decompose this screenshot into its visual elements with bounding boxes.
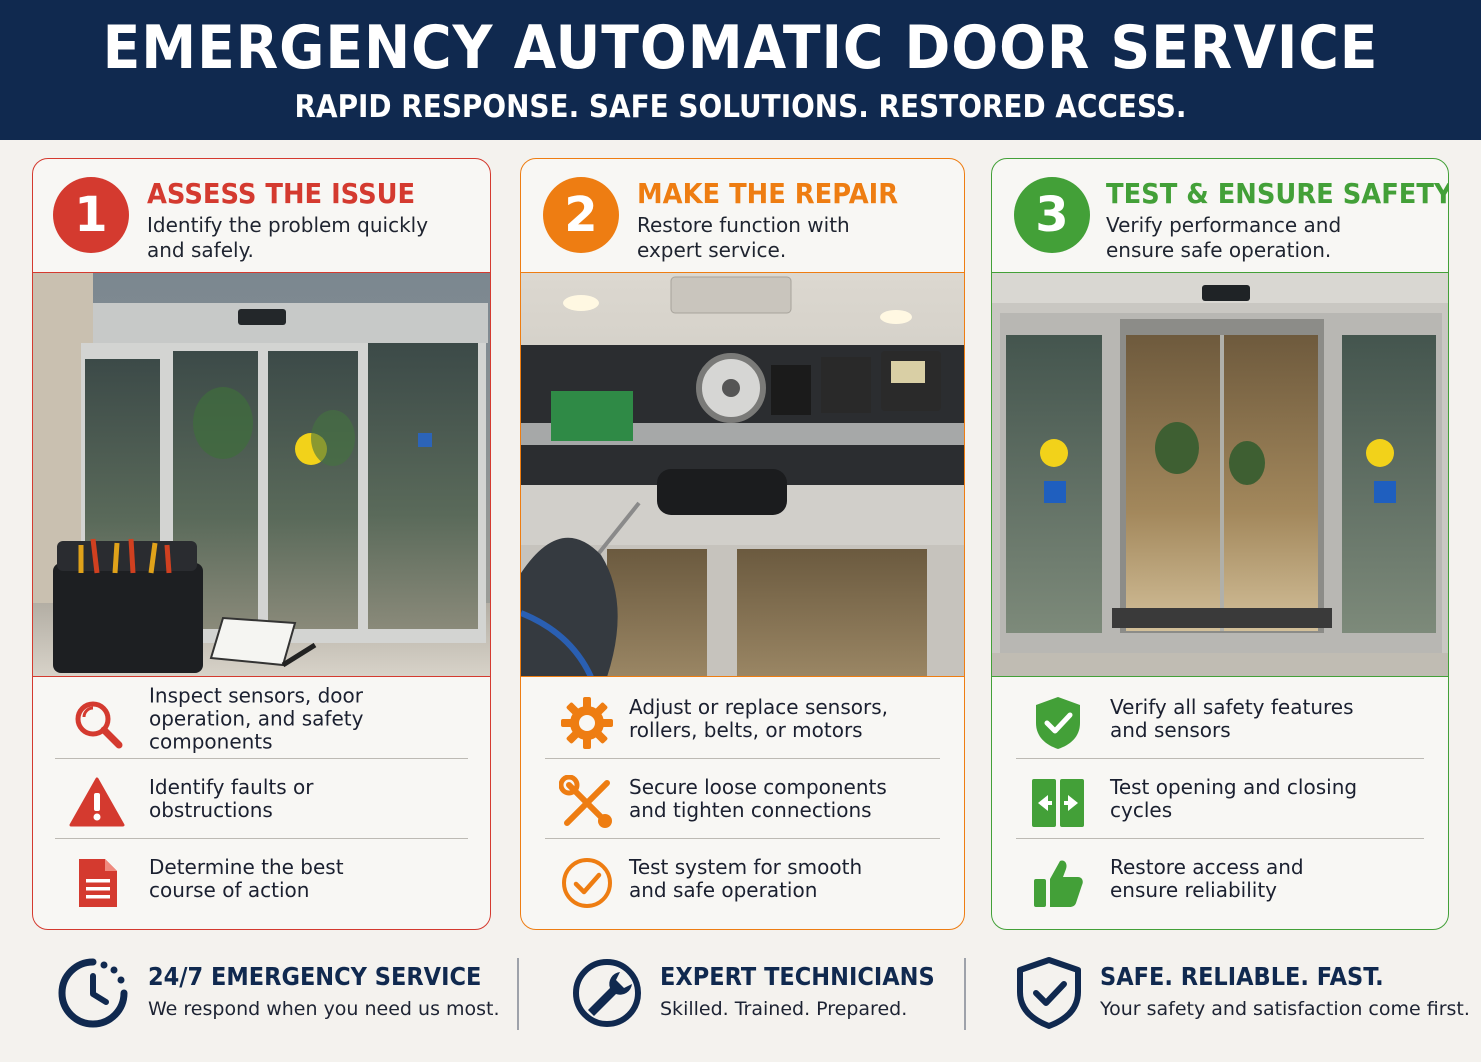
step-subtitle: Identify the problem quickly and safely.: [147, 213, 429, 262]
footer-title: EXPERT TECHNICIANS: [660, 962, 935, 991]
list-item: Determine the best course of action: [55, 839, 468, 919]
shield-check-icon: [1036, 697, 1080, 749]
list-item: Restore access and ensure reliability: [1016, 839, 1424, 919]
gear-icon: [561, 697, 613, 749]
list-item: Test system for smooth and safe operatio…: [545, 839, 940, 919]
photo-door-operator-repair: [521, 273, 964, 677]
list-item: Test opening and closing cycles: [1016, 759, 1424, 839]
list-item-text: Test system for smooth and safe operatio…: [629, 855, 863, 902]
step-card-repair: 2 MAKE THE REPAIR Restore function with …: [520, 158, 965, 930]
footer-subtitle: Skilled. Trained. Prepared.: [660, 998, 908, 1020]
step-card-test-safety: 3 TEST & ENSURE SAFETY Verify performanc…: [991, 158, 1449, 930]
footer-safe-reliable-fast: SAFE. RELIABLE. FAST. Your safety and sa…: [1012, 950, 1472, 1050]
step-title: ASSESS THE ISSUE: [147, 177, 416, 210]
footer-emergency-service: 24/7 EMERGENCY SERVICE We respond when y…: [56, 950, 500, 1050]
list-item-text: Restore access and ensure reliability: [1110, 855, 1304, 902]
list-item-text: Identify faults or obstructions: [149, 774, 314, 822]
warning-icon: [69, 777, 125, 827]
list-item-text: Determine the best course of action: [149, 855, 344, 902]
step-checklist: Adjust or replace sensors, rollers, belt…: [545, 679, 940, 919]
door-arrows-icon: [1032, 779, 1084, 827]
photo-sliding-door-with-toolbox: [33, 273, 490, 677]
list-item-text: Verify all safety features and sensors: [1110, 694, 1354, 742]
list-item: Adjust or replace sensors, rollers, belt…: [545, 679, 940, 759]
footer-strip: 24/7 EMERGENCY SERVICE We respond when y…: [0, 950, 1481, 1050]
step-subtitle: Verify performance and ensure safe opera…: [1106, 213, 1342, 262]
list-item-text: Test opening and closing cycles: [1110, 774, 1358, 822]
footer-expert-technicians: EXPERT TECHNICIANS Skilled. Trained. Pre…: [570, 950, 950, 1050]
footer-title: SAFE. RELIABLE. FAST.: [1100, 962, 1384, 991]
step-number-badge: 1: [53, 177, 129, 253]
shield-check-icon: [1017, 957, 1081, 1029]
list-item: Verify all safety features and sensors: [1016, 679, 1424, 759]
check-circle-icon: [562, 858, 612, 908]
step-header: 2 MAKE THE REPAIR Restore function with …: [521, 159, 964, 273]
step-subtitle: Restore function with expert service.: [637, 213, 850, 262]
list-item: Secure loose components and tighten conn…: [545, 759, 940, 839]
footer-subtitle: We respond when you need us most.: [148, 998, 500, 1020]
list-item: Identify faults or obstructions: [55, 759, 468, 839]
wrench-icon: [573, 959, 641, 1027]
page-title: EMERGENCY AUTOMATIC DOOR SERVICE: [102, 13, 1379, 83]
page-subtitle: RAPID RESPONSE. SAFE SOLUTIONS. RESTORED…: [294, 89, 1187, 125]
list-item-text: Secure loose components and tighten conn…: [629, 774, 887, 822]
step-title: TEST & ENSURE SAFETY: [1106, 177, 1449, 210]
footer-divider: [517, 958, 519, 1030]
step-checklist: Inspect sensors, door operation, and saf…: [55, 679, 468, 919]
step-number-badge: 2: [543, 177, 619, 253]
list-item-text: Adjust or replace sensors, rollers, belt…: [629, 694, 889, 742]
step-card-assess: 1 ASSESS THE ISSUE Identify the problem …: [32, 158, 491, 930]
header-banner: EMERGENCY AUTOMATIC DOOR SERVICE RAPID R…: [0, 0, 1481, 140]
footer-subtitle: Your safety and satisfaction come first.: [1100, 998, 1470, 1020]
list-item: Inspect sensors, door operation, and saf…: [55, 679, 468, 759]
step-number-badge: 3: [1014, 177, 1090, 253]
magnifier-icon: [75, 701, 123, 749]
step-title: MAKE THE REPAIR: [637, 177, 899, 210]
tools-icon: [559, 775, 612, 828]
step-header: 1 ASSESS THE ISSUE Identify the problem …: [33, 159, 490, 273]
document-icon: [79, 859, 117, 907]
step-checklist: Verify all safety features and sensors T…: [1016, 679, 1424, 919]
list-item-text: Inspect sensors, door operation, and saf…: [149, 683, 364, 753]
footer-title: 24/7 EMERGENCY SERVICE: [148, 962, 482, 991]
clock-icon: [58, 958, 128, 1028]
step-header: 3 TEST & ENSURE SAFETY Verify performanc…: [992, 159, 1448, 273]
thumbs-up-icon: [1034, 860, 1083, 907]
photo-restored-sliding-doors: [992, 273, 1448, 677]
footer-divider: [964, 958, 966, 1030]
